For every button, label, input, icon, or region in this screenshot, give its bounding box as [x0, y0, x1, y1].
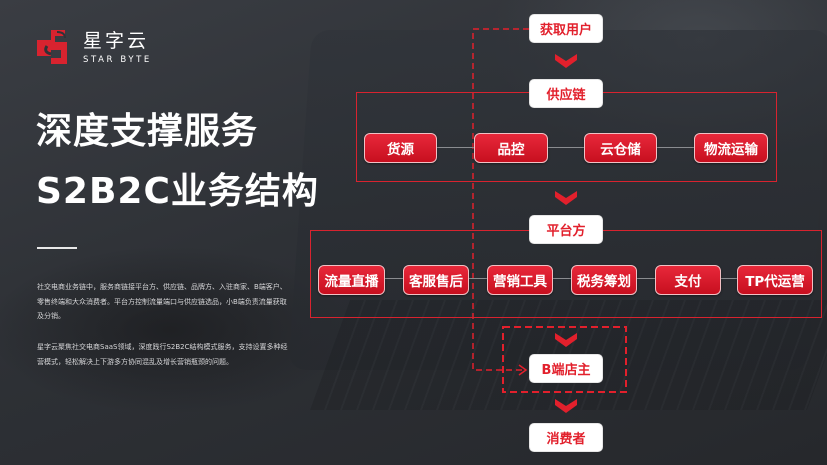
pill-label: 税务筹划 — [577, 274, 631, 290]
node-supply-chain: 供应链 — [529, 79, 603, 108]
platform-item-customer-service: 客服售后 — [403, 265, 469, 295]
chevron-down-icon — [555, 399, 577, 413]
platform-item-marketing-tools: 营销工具 — [487, 265, 553, 295]
node-label: 供应链 — [546, 88, 586, 103]
supply-item-quality-control: 品控 — [474, 133, 548, 163]
pill-label: 客服售后 — [409, 274, 463, 290]
description-paragraph-1: 社交电商业务链中，服务商链接平台方、供应链、品牌方、入驻商家、B端客户、零售终端… — [37, 283, 287, 320]
pill-label: 货源 — [387, 142, 414, 158]
pill-label: 物流运输 — [704, 142, 758, 158]
platform-item-tp-operation: TP代运营 — [737, 265, 813, 295]
supply-item-source: 货源 — [364, 133, 437, 163]
pill-label: 流量直播 — [324, 274, 379, 290]
node-consumer: 消费者 — [529, 423, 603, 452]
supply-item-logistics: 物流运输 — [694, 133, 768, 163]
node-label: 获取用户 — [539, 23, 592, 38]
platform-item-payment: 支付 — [655, 265, 721, 295]
description-paragraph-2: 星字云聚焦社交电商SaaS领域，深度践行S2B2C结构模式服务，支持设置多种经营… — [37, 343, 288, 366]
chevron-down-icon — [555, 191, 577, 205]
supply-item-cloud-warehouse: 云仓储 — [584, 133, 657, 163]
connector-line — [437, 147, 477, 148]
node-acquire-users: 获取用户 — [529, 14, 603, 43]
title-line-1: 深度支撑服务 — [36, 111, 259, 152]
pill-label: 支付 — [674, 274, 702, 290]
brand-name-en: STAR BYTE — [83, 55, 152, 65]
chevron-down-icon — [555, 333, 577, 347]
pill-label: 云仓储 — [600, 142, 641, 158]
pill-label: TP代运营 — [745, 274, 805, 290]
star-byte-logo-icon — [37, 30, 67, 64]
title-line-2: S2B2C业务结构 — [36, 171, 319, 212]
node-label: 平台方 — [546, 224, 586, 239]
brand-logo: 星字云 STAR BYTE — [37, 28, 152, 68]
node-platform: 平台方 — [529, 215, 603, 244]
chevron-down-icon — [555, 54, 577, 68]
brand-name-cn: 星字云 — [83, 30, 150, 52]
node-b-store-owner: B端店主 — [529, 354, 603, 383]
pill-label: 品控 — [497, 142, 525, 158]
connector-line — [548, 147, 588, 148]
node-label: B端店主 — [541, 363, 591, 378]
platform-item-live-traffic: 流量直播 — [318, 265, 385, 295]
node-label: 消费者 — [546, 432, 586, 447]
connector-line — [657, 147, 697, 148]
title-divider — [37, 247, 77, 249]
pill-label: 营销工具 — [493, 274, 547, 290]
platform-item-tax-planning: 税务筹划 — [571, 265, 637, 295]
